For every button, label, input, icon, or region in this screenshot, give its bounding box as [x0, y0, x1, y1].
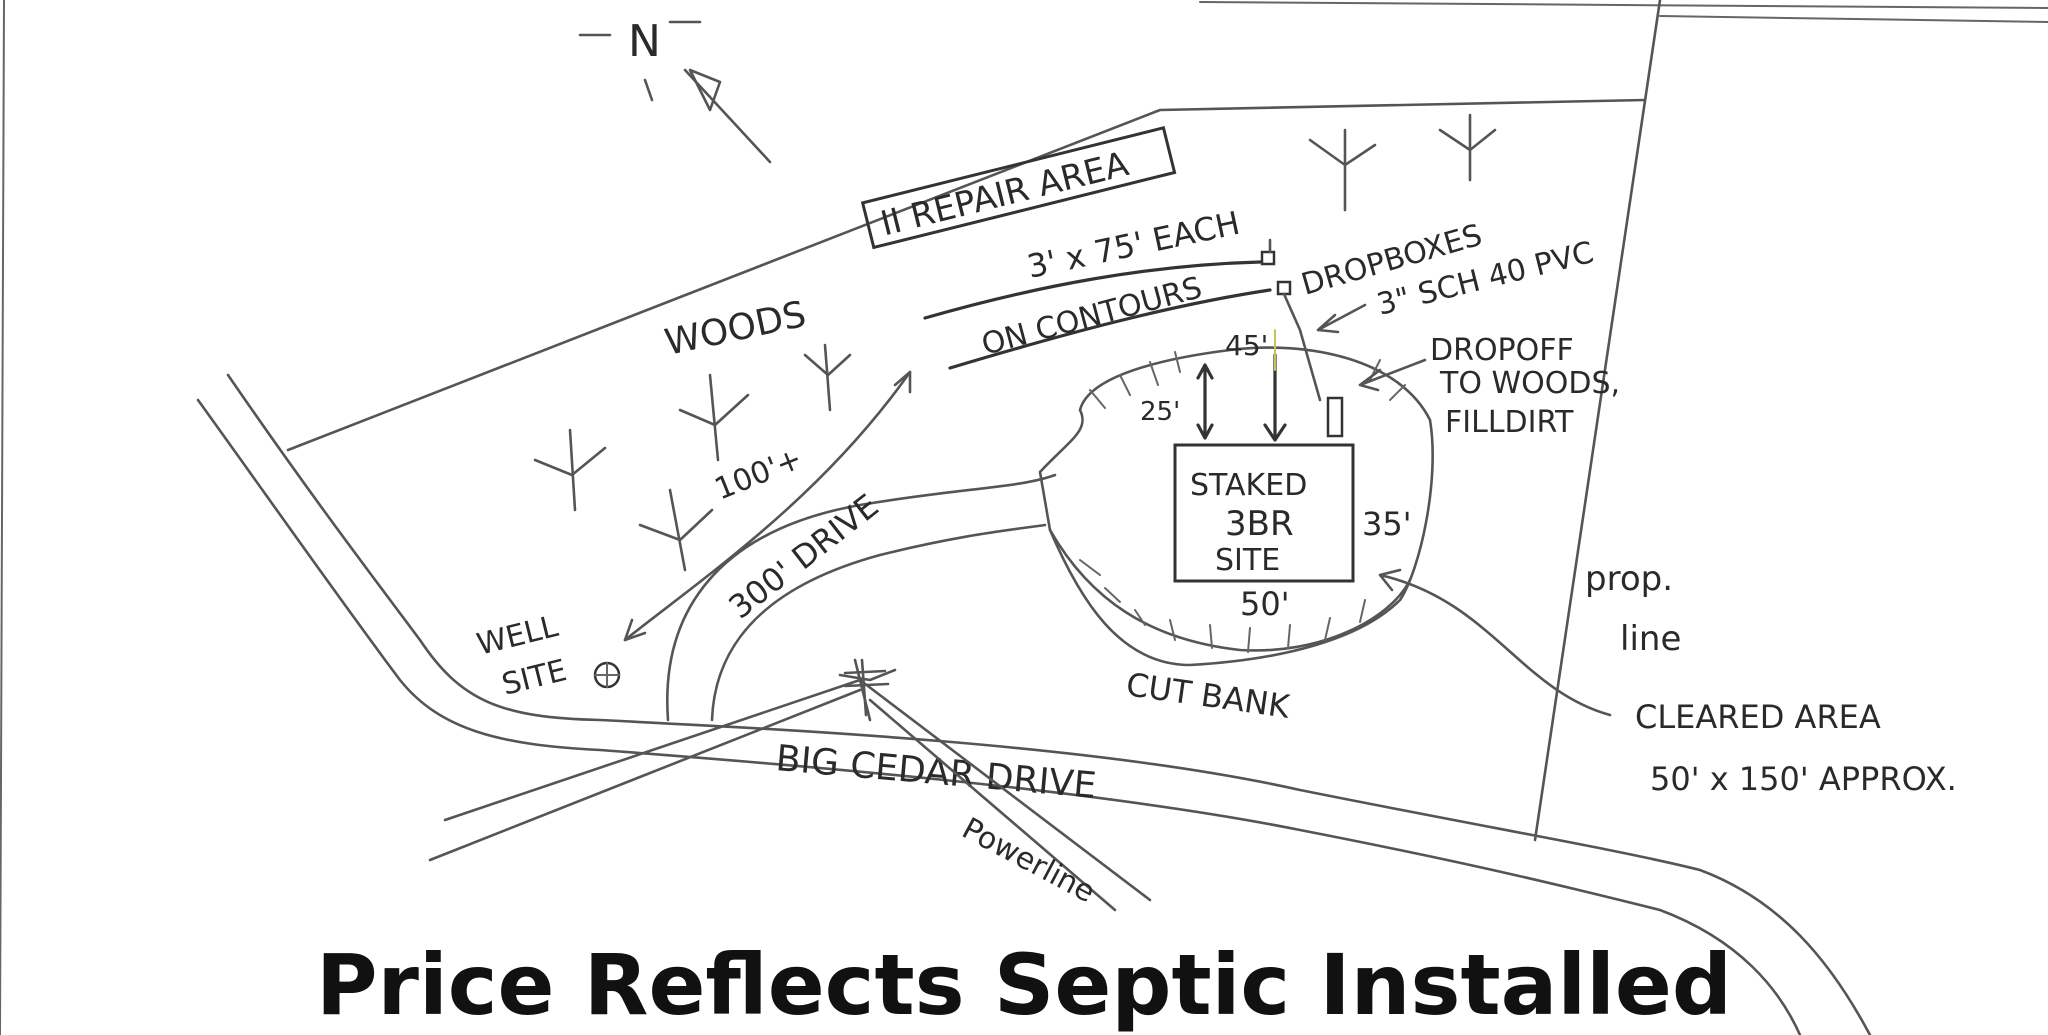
staked-site-box [1173, 443, 1355, 583]
dropoff-label-1: DROPOFF [1430, 333, 1574, 368]
woods-label: WOODS [661, 294, 809, 364]
repair-area-label: II REPAIR AREA [877, 144, 1133, 244]
distance-100-label: 100'+ [710, 441, 807, 507]
drive-outer-edge [666, 473, 1057, 722]
powerline-lower [428, 688, 862, 862]
cleared-area-outline [1038, 346, 1434, 667]
powerline-upper [443, 678, 862, 822]
staked-label-1: STAKED [1190, 468, 1307, 503]
prop-label-2: line [1620, 619, 1681, 659]
dim-50-label: 50' [1240, 585, 1290, 623]
contour-trench-lower [948, 288, 1272, 370]
north-arrow-icon [578, 20, 772, 164]
cleared-area-hatch [1089, 351, 1406, 409]
drive-inner-edge [710, 523, 1047, 722]
dropoff-arrow [1358, 358, 1427, 392]
property-line-north [286, 98, 1647, 452]
cut-bank-hatch [1048, 528, 1412, 653]
well-distance-arrowhead-2 [893, 370, 912, 394]
contour-trench-upper [923, 260, 1262, 320]
dropbox-2 [1276, 280, 1292, 296]
north-label: N [628, 16, 661, 67]
frame-top-line-2 [1659, 15, 2048, 23]
frame-left-edge [0, 0, 5, 1035]
well-label-1: WELL [473, 609, 561, 663]
frame-top-line [1199, 1, 2048, 9]
powerline-run-1 [858, 678, 1152, 902]
road-edge-upper [226, 373, 1872, 1035]
road-label: BIG CEDAR DRIVE [774, 738, 1098, 807]
well-distance-arrow [623, 370, 912, 642]
on-contours-label: ON CONTOURS [978, 270, 1206, 362]
property-line-east [1533, 0, 1662, 842]
tank-outline [1326, 396, 1344, 438]
pipe-arrow [1316, 303, 1367, 334]
staked-label-3: SITE [1215, 543, 1280, 578]
well-icon [593, 661, 621, 689]
well-label-2: SITE [498, 653, 570, 703]
cleared-area-leader [1378, 568, 1612, 717]
dropbox-1 [1260, 250, 1276, 266]
dropoff-label-3: FILLDIRT [1445, 405, 1574, 440]
cleared-label-2: 50' x 150' APPROX. [1650, 760, 1957, 798]
cut-bank-label: CUT BANK [1124, 665, 1293, 726]
road-edge-lower [196, 398, 1802, 1035]
dim-45-label: 45' [1225, 329, 1268, 362]
dim-25-arrow [1196, 363, 1214, 440]
staked-label-2: 3BR [1225, 504, 1294, 544]
dim-25-label: 25' [1140, 397, 1180, 427]
powerline-label: Powerline [956, 811, 1100, 910]
dropoff-label-2: TO WOODS, [1439, 366, 1620, 401]
dim-35-label: 35' [1362, 505, 1412, 543]
pipe-line [1268, 238, 1322, 402]
powerline-run-2 [868, 698, 1117, 912]
cleared-label-1: CLEARED AREA [1635, 698, 1881, 736]
prop-label-1: prop. [1585, 559, 1673, 599]
drive-label: 300' DRIVE [722, 486, 886, 626]
price-banner: Price Reflects Septic Installed [315, 936, 1733, 1034]
power-pole-icon [843, 658, 890, 717]
tree-icons [533, 113, 1497, 722]
well-distance-arrowhead-1 [623, 618, 647, 642]
